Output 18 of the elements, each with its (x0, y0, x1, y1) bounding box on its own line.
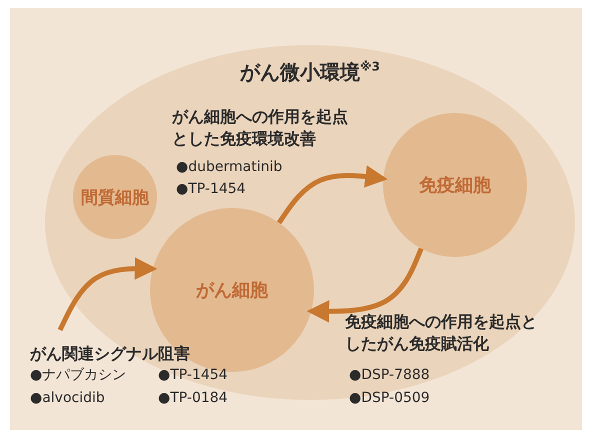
curved-arrow (306, 248, 424, 323)
drug-item: ●DSP-0509 (349, 389, 430, 408)
cell-label: 間質細胞 (81, 186, 149, 209)
cell-label: 免疫細胞 (419, 174, 491, 198)
curved-arrow (58, 257, 158, 332)
drug-item: ●TP-0184 (158, 389, 228, 408)
curved-arrow (276, 165, 388, 224)
drug-item: ●ナパブカシン (30, 366, 126, 385)
section-heading: がん関連シグナル阻害 (30, 343, 190, 365)
section-heading: 免疫細胞への作用を起点としたがん免疫賦活化 (345, 311, 538, 354)
drug-item: ●dubermatinib (176, 158, 282, 177)
drug-item: ●TP-1454 (176, 180, 246, 199)
drug-item: ●DSP-7888 (349, 366, 430, 385)
cell-label: がん細胞 (196, 279, 268, 302)
section-heading: がん細胞への作用を起点とした免疫環境改善 (172, 106, 349, 150)
title: がん微小環境$^{※3}$ (240, 59, 380, 86)
drug-item: ●alvocidib (30, 389, 105, 408)
drug-item: ●TP-1454 (158, 366, 228, 385)
